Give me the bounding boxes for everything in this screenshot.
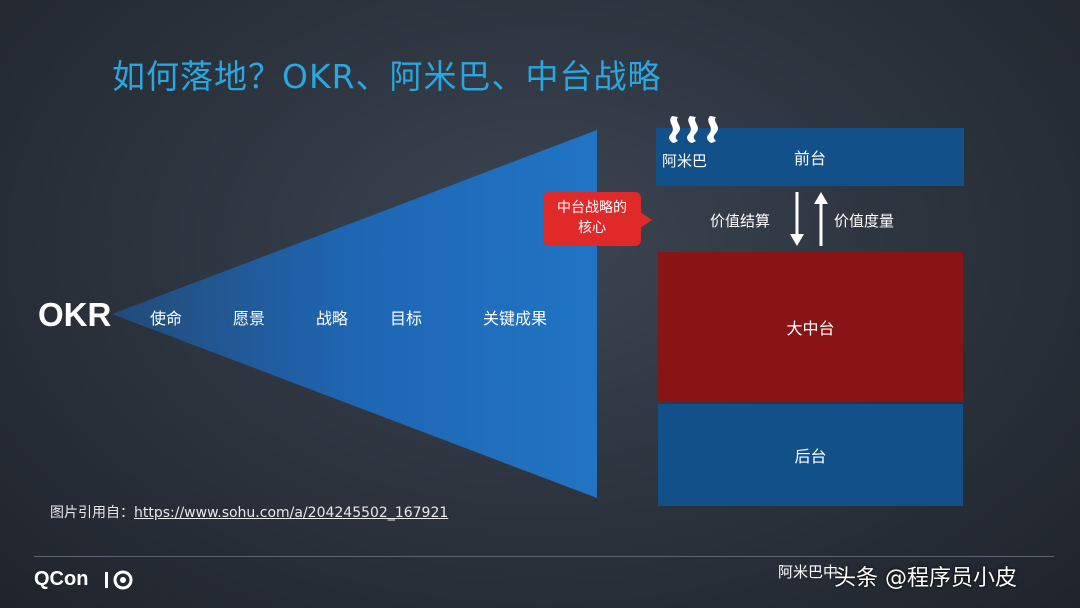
image-source-note: 图片引用自：https://www.sohu.com/a/204245502_1… [50, 502, 448, 522]
source-link[interactable]: https://www.sohu.com/a/204245502_167921 [134, 505, 449, 521]
footer-right-text: 阿米巴中 [778, 563, 839, 581]
okr-label: OKR [38, 296, 112, 333]
steam-icon [669, 116, 718, 143]
callout-line2: 核心 [578, 220, 606, 236]
middle-platform-box: 大中台 [658, 252, 963, 402]
amiba-label: 阿米巴 [662, 152, 708, 170]
value-measurement-label: 价值度量 [834, 212, 895, 230]
middle-platform-core-callout: 中台战略的 核心 [543, 192, 641, 246]
okr-funnel-shape [112, 130, 597, 498]
stage-vision: 愿景 [233, 309, 266, 328]
stage-key-results: 关键成果 [483, 309, 548, 328]
footer-divider [34, 556, 1054, 557]
back-platform-box: 后台 [658, 404, 963, 506]
callout-pointer [640, 212, 652, 228]
callout-line1: 中台战略的 [557, 200, 627, 216]
front-platform-label: 前台 [793, 149, 826, 168]
stage-objective: 目标 [390, 309, 423, 328]
source-prefix: 图片引用自： [50, 505, 134, 521]
source-watermark: 头条 @程序员小皮 [834, 566, 1017, 591]
stage-strategy: 战略 [316, 309, 349, 328]
qcon-10-badge-icon [105, 570, 133, 590]
stage-mission: 使命 [150, 309, 183, 328]
middle-platform-label: 大中台 [786, 319, 835, 338]
slide-title: 如何落地？OKR、阿米巴、中台战略 [112, 57, 662, 96]
qcon-logo: QCon [34, 568, 89, 590]
value-flow-arrows [790, 192, 828, 246]
value-settlement-label: 价值结算 [710, 212, 771, 230]
back-platform-label: 后台 [794, 447, 827, 466]
